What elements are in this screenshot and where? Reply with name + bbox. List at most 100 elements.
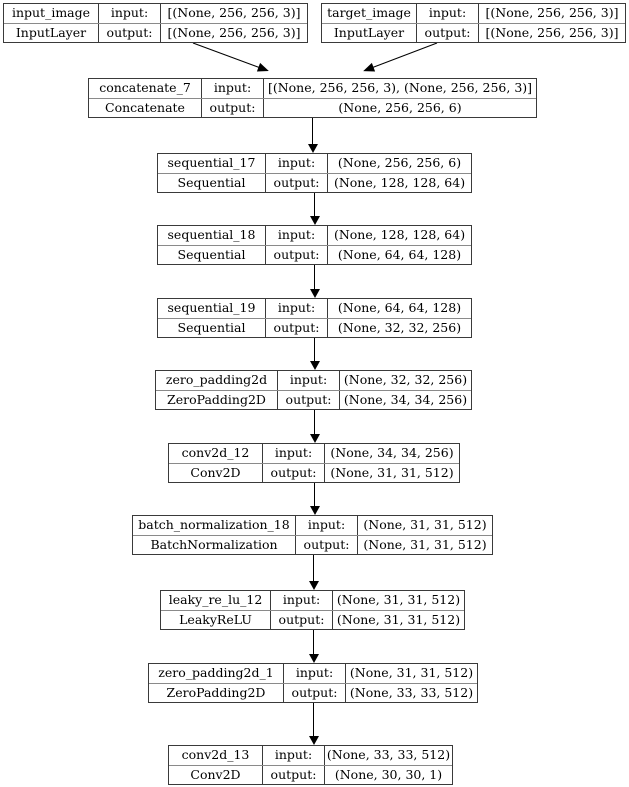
node-input-label: input: bbox=[266, 154, 328, 173]
node-layer-class: InputLayer bbox=[322, 23, 417, 42]
edge-batch_normalization_18-to-leaky_re_lu_12 bbox=[313, 555, 314, 582]
node-input-shape: [(None, 256, 256, 3), (None, 256, 256, 3… bbox=[267, 80, 533, 95]
arrowhead-icon bbox=[309, 736, 319, 745]
node-input-label: input: bbox=[278, 371, 340, 390]
node-layer-class: LeakyReLU bbox=[161, 610, 271, 629]
edge-leaky_re_lu_12-to-zero_padding2d_1 bbox=[313, 630, 314, 655]
node-output-shape: (None, 30, 30, 1) bbox=[334, 766, 443, 782]
arrowhead-icon bbox=[309, 654, 319, 663]
node-output-label: output: bbox=[417, 23, 479, 42]
edge-conv2d_12-to-batch_normalization_18 bbox=[314, 483, 315, 507]
node-output-label: output: bbox=[278, 390, 340, 409]
arrowhead-icon bbox=[363, 62, 376, 72]
node-input-label: input: bbox=[284, 664, 346, 683]
node-input-shape: (None, 31, 31, 512) bbox=[363, 517, 487, 532]
node-input-shape: (None, 34, 34, 256) bbox=[330, 445, 454, 460]
node-output-label: output: bbox=[266, 318, 328, 337]
edge-sequential_19-to-zero_padding2d bbox=[314, 338, 315, 362]
node-input-shape: (None, 128, 128, 64) bbox=[333, 227, 466, 242]
arrowhead-icon bbox=[308, 144, 318, 153]
node-layer-name: conv2d_12 bbox=[169, 444, 263, 463]
edge-sequential_18-to-sequential_19 bbox=[314, 265, 315, 290]
node-input-label: input: bbox=[263, 746, 325, 765]
node-input-label: input: bbox=[266, 299, 328, 318]
node-output-shape: (None, 256, 256, 6) bbox=[338, 99, 462, 115]
node-layer-name: target_image bbox=[322, 4, 417, 23]
node-output-shape: [(None, 256, 256, 3)] bbox=[485, 24, 619, 40]
node-layer-class: Concatenate bbox=[89, 98, 202, 117]
node-layer-name: conv2d_13 bbox=[169, 746, 263, 765]
edge-target_image-to-concatenate_7 bbox=[365, 42, 438, 71]
node-output-shape: (None, 31, 31, 512) bbox=[330, 464, 454, 480]
node-layer-class: Sequential bbox=[158, 318, 266, 337]
node-layer-name: sequential_18 bbox=[158, 226, 266, 245]
node-input-label: input: bbox=[266, 226, 328, 245]
edge-input_image-to-concatenate_7 bbox=[192, 42, 267, 71]
node-output-shape: (None, 32, 32, 256) bbox=[337, 319, 462, 335]
node-output-shape: (None, 31, 31, 512) bbox=[336, 611, 461, 627]
edge-zero_padding2d-to-conv2d_12 bbox=[314, 410, 315, 435]
edge-sequential_17-to-sequential_18 bbox=[314, 193, 315, 217]
node-input-label: input: bbox=[271, 591, 333, 610]
node-input-label: input: bbox=[99, 4, 161, 23]
node-input-label: input: bbox=[202, 79, 264, 98]
arrowhead-icon bbox=[310, 434, 320, 443]
node-output-shape: (None, 33, 33, 512) bbox=[349, 684, 474, 700]
node-layer-class: InputLayer bbox=[4, 23, 99, 42]
node-output-label: output: bbox=[284, 683, 346, 702]
node-layer-name: concatenate_7 bbox=[89, 79, 202, 98]
node-layer-class: BatchNormalization bbox=[133, 535, 296, 554]
node-input-shape: [(None, 256, 256, 3)] bbox=[485, 5, 619, 20]
arrowhead-icon bbox=[256, 62, 269, 72]
node-output-label: output: bbox=[266, 245, 328, 264]
edge-zero_padding2d_1-to-conv2d_13 bbox=[313, 703, 314, 737]
node-layer-name: zero_padding2d_1 bbox=[149, 664, 284, 683]
node-output-label: output: bbox=[266, 173, 328, 192]
node-output-shape: (None, 31, 31, 512) bbox=[363, 536, 487, 552]
node-output-label: output: bbox=[296, 535, 358, 554]
node-output-label: output: bbox=[202, 98, 264, 117]
edge-concatenate_7-to-sequential_17 bbox=[312, 118, 313, 145]
node-layer-name: sequential_19 bbox=[158, 299, 266, 318]
node-layer-class: Sequential bbox=[158, 245, 266, 264]
node-input-label: input: bbox=[296, 516, 358, 535]
node-output-label: output: bbox=[271, 610, 333, 629]
node-output-shape: (None, 128, 128, 64) bbox=[333, 174, 466, 190]
node-layer-name: sequential_17 bbox=[158, 154, 266, 173]
node-output-label: output: bbox=[263, 765, 325, 784]
node-input-shape: (None, 31, 31, 512) bbox=[349, 665, 474, 680]
node-input-label: input: bbox=[263, 444, 325, 463]
